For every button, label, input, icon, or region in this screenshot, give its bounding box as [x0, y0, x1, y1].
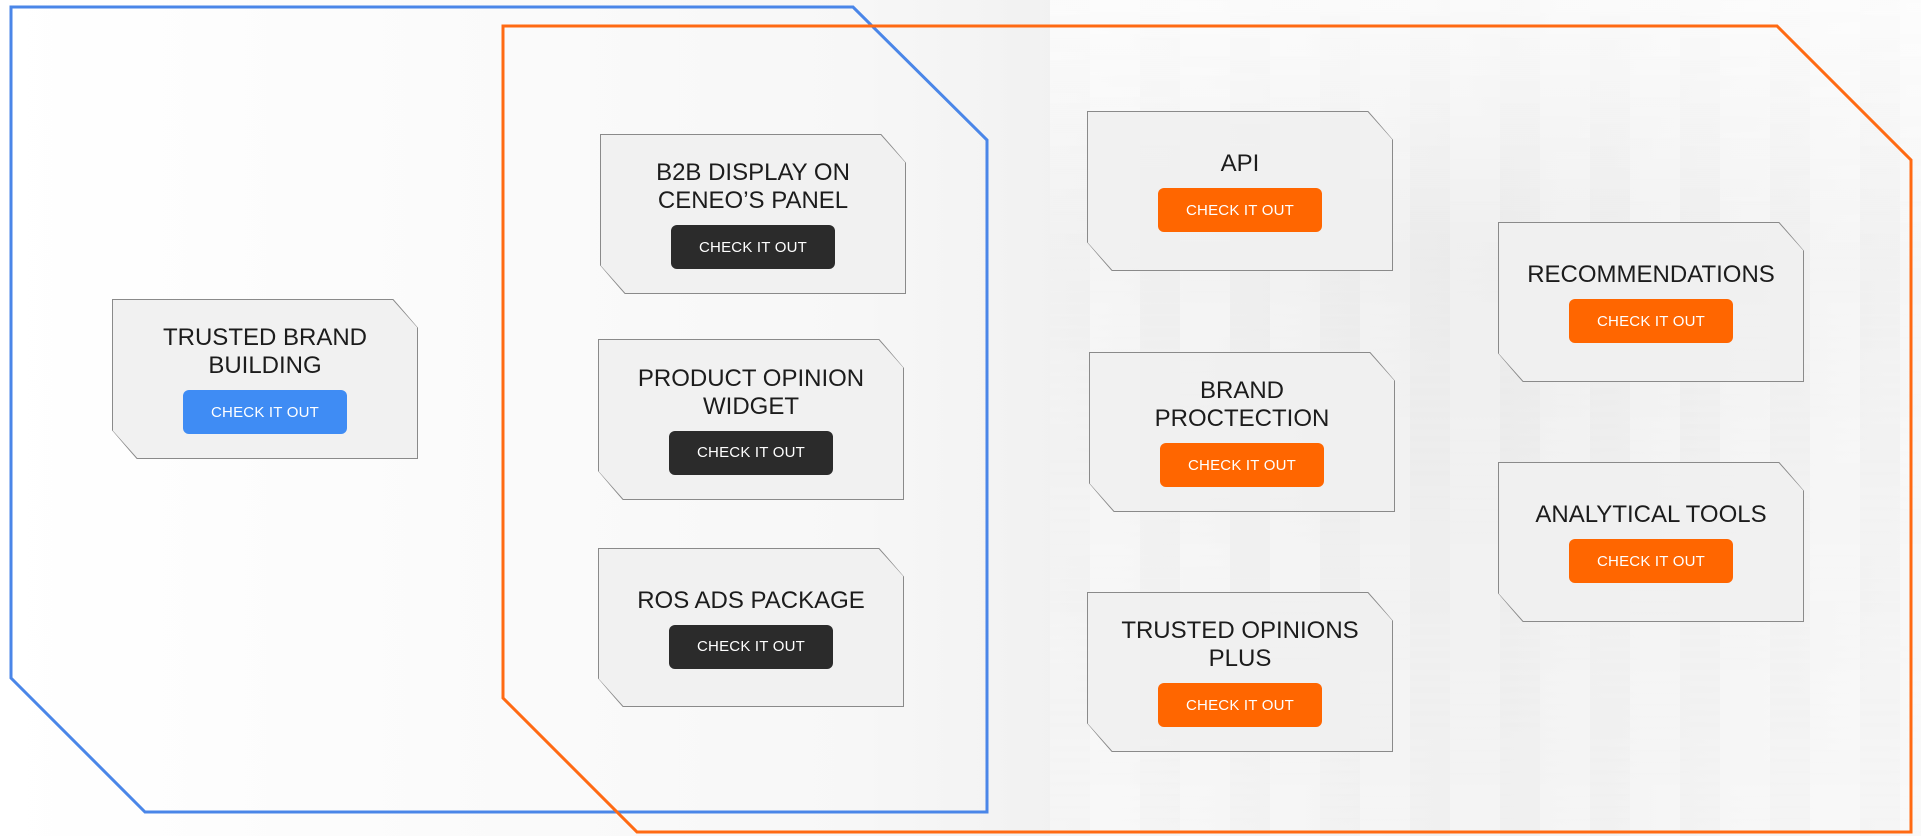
check-it-out-button[interactable]: CHECK IT OUT	[1569, 299, 1733, 343]
check-it-out-button[interactable]: CHECK IT OUT	[671, 225, 835, 269]
check-it-out-button[interactable]: CHECK IT OUT	[1569, 539, 1733, 583]
card-title: PRODUCT OPINION WIDGET	[637, 364, 865, 420]
check-it-out-button[interactable]: CHECK IT OUT	[669, 430, 833, 475]
card-api: API CHECK IT OUT	[1087, 111, 1393, 271]
card-title: TRUSTED OPINIONS PLUS	[1121, 617, 1359, 672]
card-title: ROS ADS PACKAGE	[637, 586, 865, 614]
card-title: API	[1220, 150, 1260, 177]
orange-group-frame	[501, 24, 1913, 834]
card-title: TRUSTED BRAND BUILDING	[162, 324, 367, 379]
check-it-out-button[interactable]: CHECK IT OUT	[183, 390, 347, 434]
card-trusted-brand-building: TRUSTED BRAND BUILDING CHECK IT OUT	[112, 299, 418, 459]
blue-group-frame	[9, 5, 989, 814]
check-it-out-button[interactable]: CHECK IT OUT	[1160, 443, 1324, 487]
card-title: ANALYTICAL TOOLS	[1535, 501, 1767, 528]
card-ros-ads-package: ROS ADS PACKAGE CHECK IT OUT	[598, 548, 904, 707]
card-title: B2B DISPLAY ON CENEO’S PANEL	[656, 159, 850, 214]
card-title: RECOMMENDATIONS	[1527, 261, 1775, 288]
check-it-out-button[interactable]: CHECK IT OUT	[669, 624, 833, 669]
card-analytical-tools: ANALYTICAL TOOLS CHECK IT OUT	[1498, 462, 1804, 622]
card-product-opinion-widget: PRODUCT OPINION WIDGET CHECK IT OUT	[598, 339, 904, 500]
check-it-out-button[interactable]: CHECK IT OUT	[1158, 188, 1322, 232]
card-trusted-opinions-plus: TRUSTED OPINIONS PLUS CHECK IT OUT	[1087, 592, 1393, 752]
card-b2b-display: B2B DISPLAY ON CENEO’S PANEL CHECK IT OU…	[600, 134, 906, 294]
card-brand-protection: BRAND PROCTECTION CHECK IT OUT	[1089, 352, 1395, 512]
card-title: BRAND PROCTECTION	[1154, 377, 1330, 432]
check-it-out-button[interactable]: CHECK IT OUT	[1158, 683, 1322, 727]
card-recommendations: RECOMMENDATIONS CHECK IT OUT	[1498, 222, 1804, 382]
